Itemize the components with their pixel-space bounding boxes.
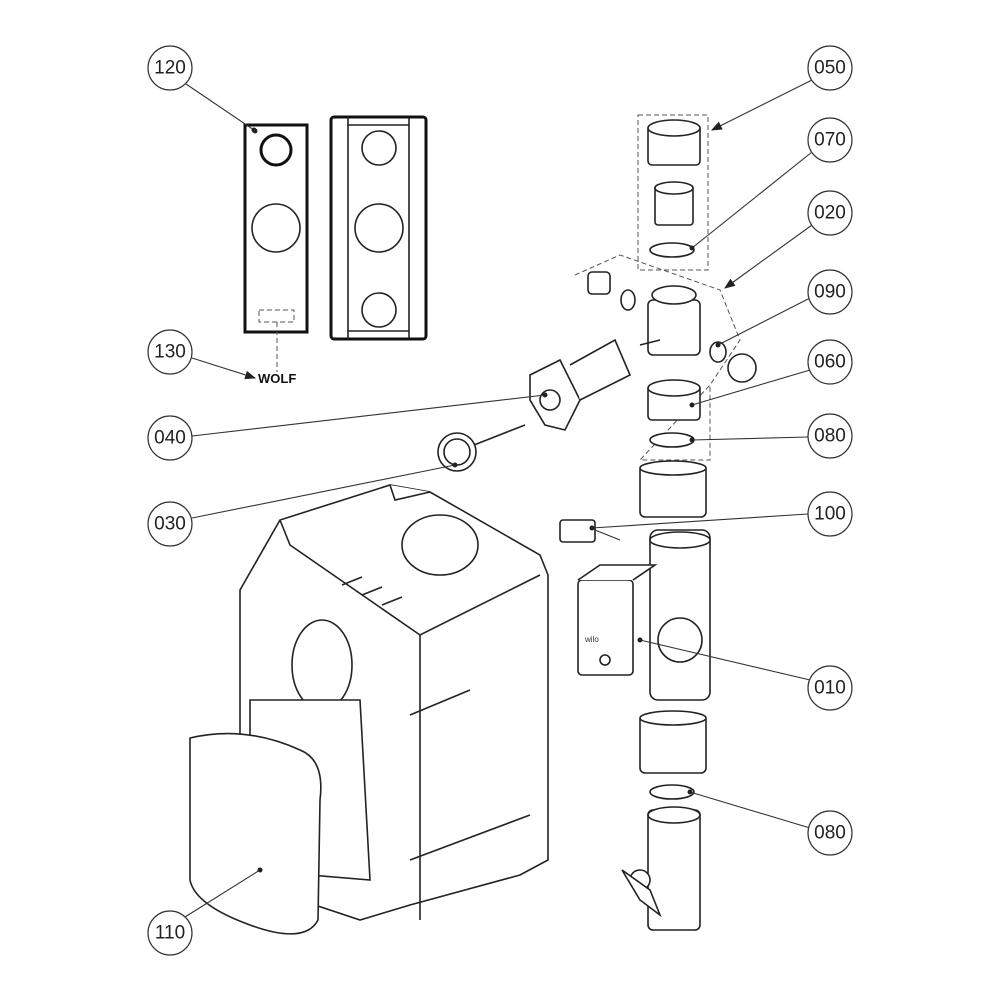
callout-080-lower: 080 (807, 810, 853, 856)
callout-label: 010 (814, 678, 846, 699)
circulation-pump-part: wilo (577, 529, 711, 701)
callout-label: 020 (814, 203, 846, 224)
callout-label: 090 (814, 282, 846, 303)
callout-label: 030 (154, 514, 186, 535)
callout-030: 030 (147, 501, 193, 547)
front-panel-part (243, 123, 309, 372)
threaded-adapter-part (654, 181, 694, 226)
thermometer-holder-part (529, 338, 632, 431)
union-nut-lower-part (647, 379, 701, 421)
seal-080-lower-part (649, 784, 695, 800)
callout-080-upper: 080 (807, 413, 853, 459)
callout-070: 070 (807, 117, 853, 163)
callout-label: 130 (154, 342, 186, 363)
callout-100: 100 (807, 491, 853, 537)
thermometer-part (437, 424, 526, 472)
ball-valve-part (621, 806, 701, 931)
callout-050: 050 (807, 45, 853, 91)
callout-label: 050 (814, 58, 846, 79)
back-panel-part (329, 115, 428, 341)
callout-label: 040 (154, 428, 186, 449)
callout-label: 100 (814, 504, 846, 525)
group-020-outline (574, 254, 741, 461)
seal-part (649, 242, 695, 258)
callout-label: 070 (814, 130, 846, 151)
callout-label: 080 (814, 823, 846, 844)
callout-040: 040 (147, 415, 193, 461)
callout-label: 110 (155, 923, 185, 944)
insulation-sleeve-upper (639, 460, 707, 518)
wolf-logo: WOLF (258, 371, 296, 386)
cable-connector-part (559, 519, 621, 543)
callout-120: 120 (147, 45, 193, 91)
callout-090: 090 (807, 269, 853, 315)
group-050-outline (637, 114, 709, 271)
seal-080-upper-part (649, 432, 695, 448)
callout-label: 080 (814, 426, 846, 447)
front-cover-part (189, 732, 322, 935)
valve-body-part (587, 271, 757, 383)
callout-010: 010 (807, 665, 853, 711)
callout-label: 060 (814, 352, 846, 373)
callout-060: 060 (807, 339, 853, 385)
callout-label: 120 (154, 58, 186, 79)
callout-020: 020 (807, 190, 853, 236)
insulation-sleeve-lower (639, 710, 707, 774)
callout-110: 110 (147, 910, 193, 956)
callout-130: 130 (147, 329, 193, 375)
pump-brand-logo: wilo (584, 635, 599, 644)
union-nut-part (647, 119, 701, 166)
leader-lines (184, 79, 813, 918)
